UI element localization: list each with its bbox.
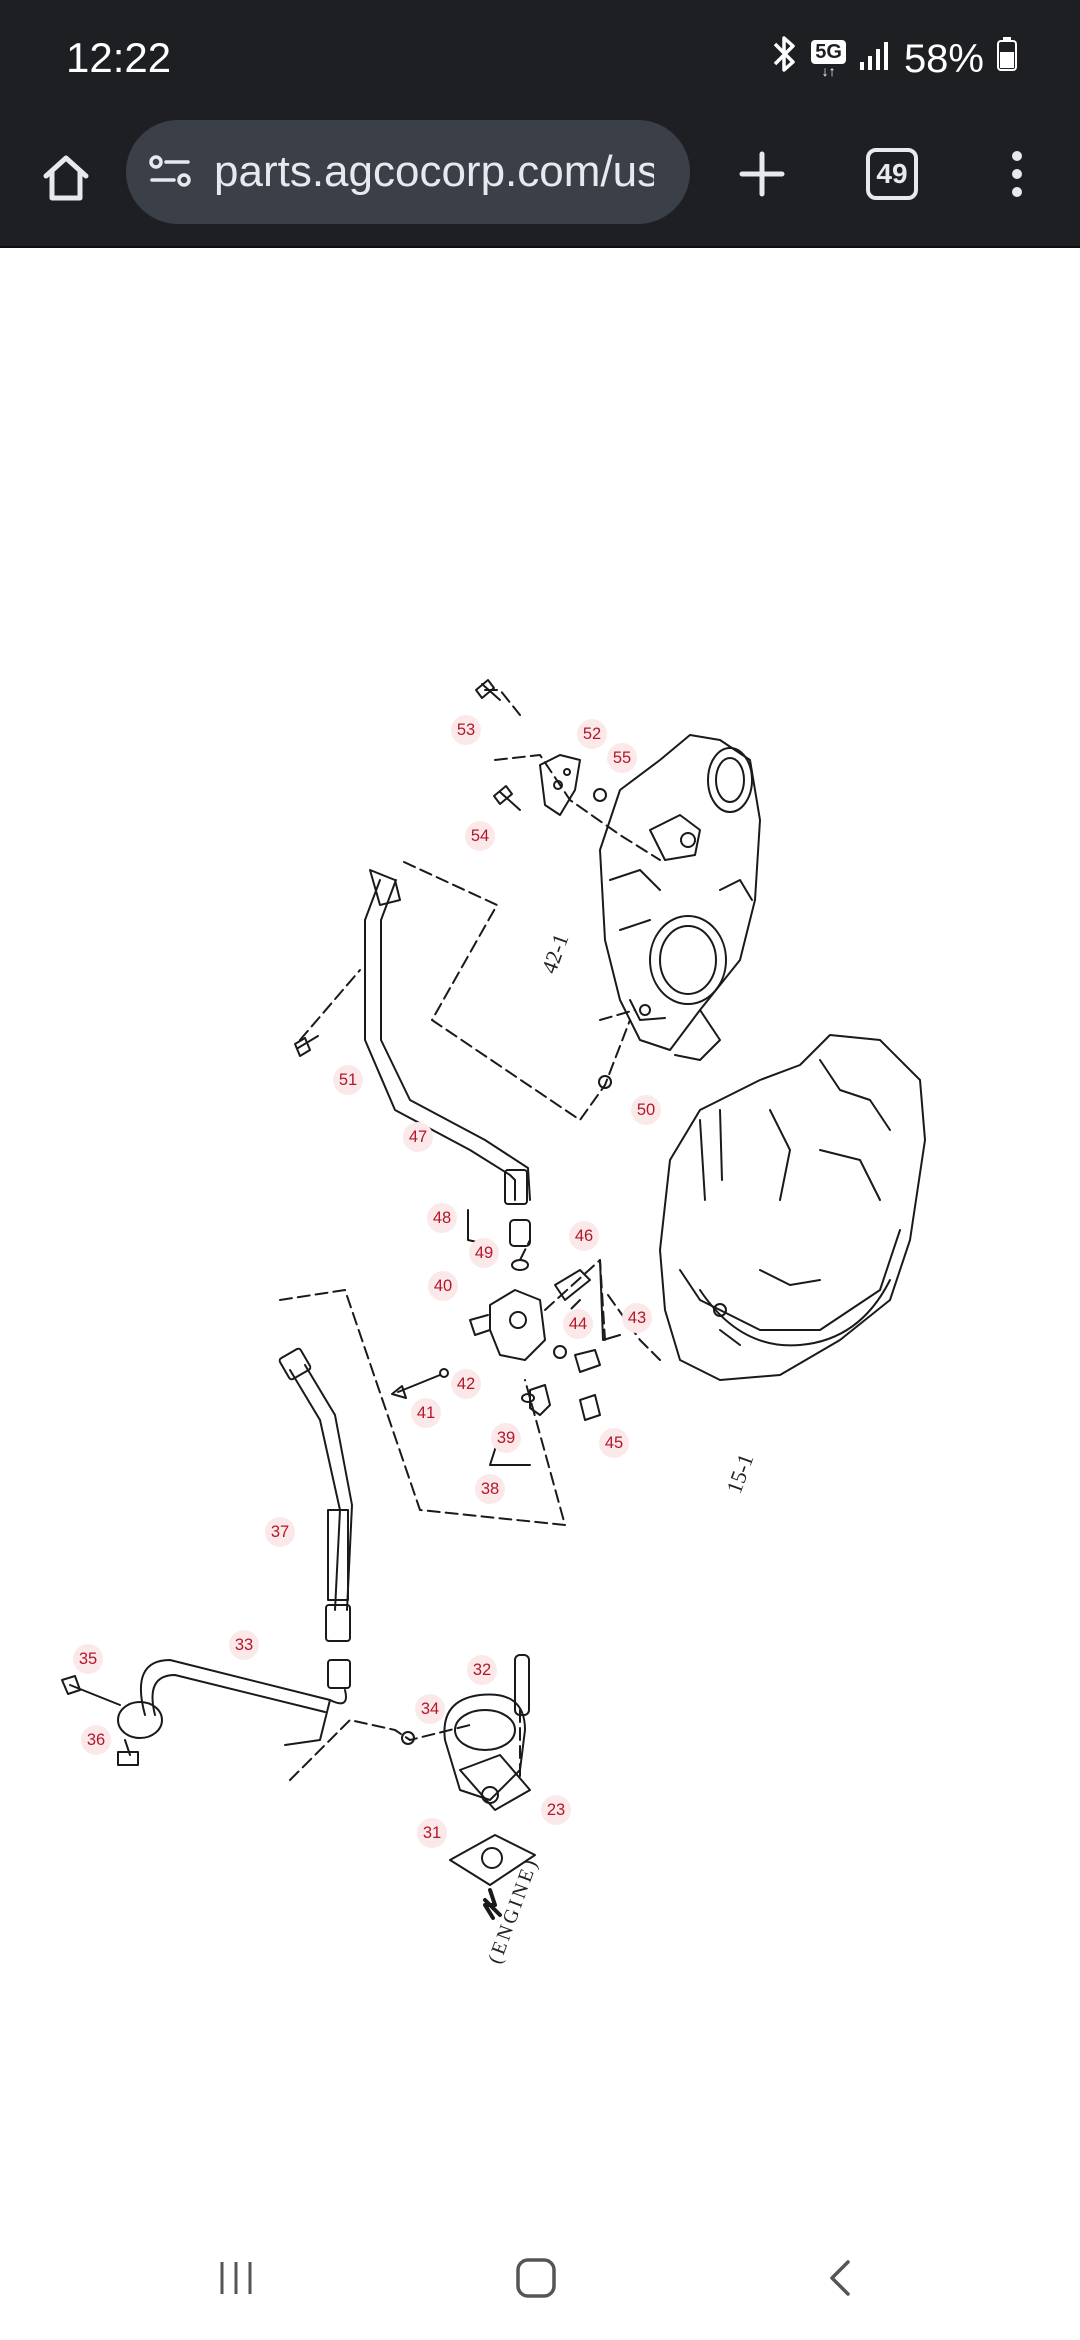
- callout-47[interactable]: 47: [403, 1122, 433, 1152]
- overflow-menu-icon: [1012, 151, 1022, 197]
- home-icon: [43, 155, 89, 201]
- svg-text:50: 50: [637, 1101, 655, 1119]
- svg-text:51: 51: [339, 1071, 357, 1089]
- url-text[interactable]: parts.agcocorp.com/us: [214, 147, 654, 196]
- callout-54[interactable]: 54: [465, 821, 495, 851]
- svg-text:55: 55: [613, 749, 631, 767]
- callout-52[interactable]: 52: [577, 719, 607, 749]
- svg-text:54: 54: [471, 827, 489, 845]
- svg-text:42: 42: [457, 1375, 475, 1393]
- svg-text:33: 33: [235, 1636, 253, 1654]
- callout-55[interactable]: 55: [607, 743, 637, 773]
- svg-text:35: 35: [79, 1650, 97, 1668]
- svg-text:38: 38: [481, 1480, 499, 1498]
- back-icon: [830, 2260, 850, 2296]
- svg-text:40: 40: [434, 1277, 452, 1295]
- callout-group: 53 52 55 54 51 47 50 48 49 46 40 44 43 42 41 39 45 38 37 33…: [73, 715, 661, 1848]
- gearbox-housing: [599, 734, 761, 1061]
- svg-text:39: 39: [497, 1429, 515, 1447]
- svg-text:53: 53: [457, 721, 475, 739]
- svg-text:31: 31: [423, 1824, 441, 1842]
- callout-46[interactable]: 46: [569, 1221, 599, 1251]
- battery-percent: 58%: [903, 36, 984, 81]
- svg-text:46: 46: [575, 1227, 593, 1245]
- callout-32[interactable]: 32: [467, 1655, 497, 1685]
- callout-34[interactable]: 34: [415, 1694, 445, 1724]
- svg-text:43: 43: [628, 1309, 646, 1327]
- valve-block-40: [489, 1289, 546, 1361]
- callout-38[interactable]: 38: [475, 1474, 505, 1504]
- overflow-menu-button[interactable]: [990, 138, 1044, 210]
- svg-text:41: 41: [417, 1404, 435, 1422]
- callout-53[interactable]: 53: [451, 715, 481, 745]
- status-time: 12:22: [66, 34, 172, 81]
- address-bar[interactable]: parts.agcocorp.com/us: [126, 120, 690, 224]
- svg-text:48: 48: [433, 1209, 451, 1227]
- gasket-31: [449, 1834, 536, 1886]
- callout-49[interactable]: 49: [469, 1238, 499, 1268]
- callout-36[interactable]: 36: [81, 1725, 111, 1755]
- svg-text:49: 49: [475, 1244, 493, 1262]
- svg-text:52: 52: [583, 725, 601, 743]
- site-info-icon[interactable]: [148, 152, 194, 192]
- signal-icon: [858, 37, 892, 82]
- back-button[interactable]: [800, 2248, 880, 2308]
- home-button[interactable]: [30, 142, 102, 214]
- callout-50[interactable]: 50: [631, 1095, 661, 1125]
- callout-48[interactable]: 48: [427, 1203, 457, 1233]
- recent-apps-icon: [220, 2262, 252, 2294]
- tab-switcher-button[interactable]: 49: [866, 148, 918, 200]
- network-type: 5G: [811, 40, 846, 64]
- callout-23[interactable]: 23: [541, 1795, 571, 1825]
- svg-text:23: 23: [547, 1801, 565, 1819]
- svg-text:45: 45: [605, 1434, 623, 1452]
- callout-40[interactable]: 40: [428, 1271, 458, 1301]
- parts-diagram: 42-1 15-1 (ENGINE) 535255545147504849464…: [61, 679, 926, 1967]
- svg-text:32: 32: [473, 1661, 491, 1679]
- callout-33[interactable]: 33: [229, 1630, 259, 1660]
- callout-41[interactable]: 41: [411, 1398, 441, 1428]
- home-nav-icon: [516, 2258, 556, 2298]
- callout-51[interactable]: 51: [333, 1065, 363, 1095]
- callout-37[interactable]: 37: [265, 1517, 295, 1547]
- label-15-1: 15-1: [721, 1450, 758, 1496]
- svg-text:44: 44: [569, 1315, 587, 1333]
- svg-text:37: 37: [271, 1523, 289, 1541]
- new-tab-button[interactable]: [726, 138, 798, 210]
- svg-text:47: 47: [409, 1128, 427, 1146]
- battery-icon: [996, 36, 1018, 82]
- tube-33: [139, 1659, 347, 1716]
- callout-43[interactable]: 43: [622, 1303, 652, 1333]
- hose-37: [289, 1369, 341, 1611]
- callout-42[interactable]: 42: [451, 1369, 481, 1399]
- 5g-icon: 5G ↓↑: [811, 40, 846, 78]
- callout-44[interactable]: 44: [563, 1309, 593, 1339]
- label-42-1: 42-1: [536, 930, 573, 976]
- tube-47: [364, 879, 516, 1201]
- system-nav-bar: [0, 2218, 1080, 2340]
- bluetooth-icon: [769, 34, 799, 84]
- svg-text:34: 34: [421, 1700, 439, 1718]
- new-tab-icon: [739, 151, 785, 197]
- browser-toolbar: parts.agcocorp.com/us 49: [0, 120, 1080, 248]
- status-bar: 12:22 5G ↓↑ 58%: [0, 0, 1080, 120]
- status-icons: 5G ↓↑ 58%: [769, 34, 1018, 84]
- svg-text:36: 36: [87, 1731, 105, 1749]
- callout-39[interactable]: 39: [491, 1423, 521, 1453]
- callout-31[interactable]: 31: [417, 1818, 447, 1848]
- home-nav-button[interactable]: [496, 2248, 576, 2308]
- pump-23: [443, 1693, 526, 1801]
- callout-45[interactable]: 45: [599, 1428, 629, 1458]
- transmission-casing: [659, 1034, 926, 1381]
- callout-35[interactable]: 35: [73, 1644, 103, 1674]
- recent-apps-button[interactable]: [196, 2248, 276, 2308]
